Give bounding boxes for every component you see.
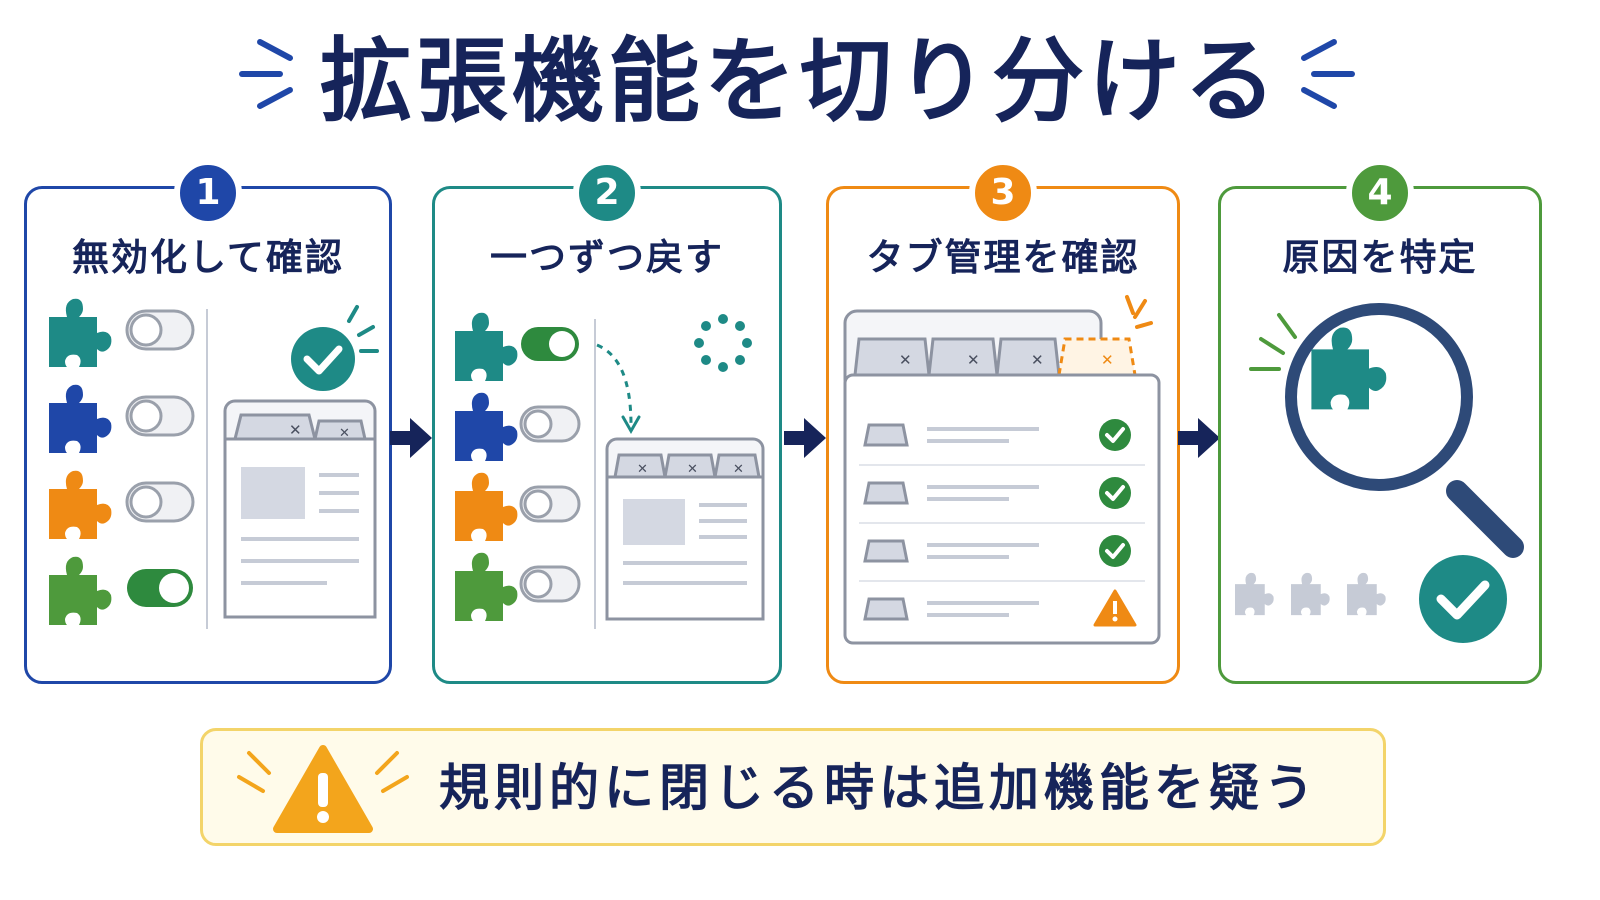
puzzle-icon [455,312,518,381]
list-item [863,419,1131,451]
puzzle-icon [49,470,112,539]
step-1-title: 無効化して確認 [72,236,344,279]
close-icon: ✕ [967,351,980,369]
toggle-icon[interactable] [125,309,195,351]
title-burst-left [239,39,293,109]
puzzle-icon [1291,572,1330,616]
toggle-icon[interactable] [519,565,581,603]
check-icon [291,305,379,391]
close-icon: ✕ [289,421,302,439]
step-2-illustration: ✕ ✕ ✕ [455,312,765,629]
close-icon: ✕ [733,462,744,477]
step-4-title: 原因を特定 [1282,236,1478,279]
toggle-icon[interactable] [127,569,193,607]
toggle-icon[interactable] [125,481,195,523]
loading-spinner-icon [694,314,752,372]
puzzle-icon [455,472,518,541]
check-icon [1099,477,1131,509]
step-1-badge: 1 [174,159,242,227]
close-icon: ✕ [1031,351,1044,369]
step-2-panel: 2 一つずつ戻す [432,159,782,684]
close-icon: ✕ [687,462,698,477]
check-icon [1419,555,1507,643]
close-icon: ✕ [899,351,912,369]
magnifier-icon [1285,303,1524,558]
warning-icon [1093,589,1137,627]
step-1-panel: 1 無効化して確認 [24,159,392,684]
toggle-icon[interactable] [125,395,195,437]
puzzle-icon [49,556,112,625]
browser-window-icon: ✕ ✕ [223,399,377,619]
puzzle-icon [455,392,518,461]
check-icon [1099,419,1131,451]
toggle-icon[interactable] [519,405,581,443]
warning-text: 規則的に閉じる時は追加機能を疑う [439,759,1319,817]
step-4-badge: 4 [1346,159,1414,227]
puzzle-icon [1347,572,1386,616]
list-item [863,535,1131,567]
browser-window-icon: ✕ ✕ ✕ [605,437,765,621]
list-item [863,477,1131,509]
step-1-illustration: ✕ ✕ [49,298,379,629]
title-burst-right [1301,39,1355,109]
close-icon: ✕ [1101,351,1114,369]
puzzle-icon [49,384,112,453]
close-icon: ✕ [339,426,350,441]
step-2-badge: 2 [573,159,641,227]
arrow-right-icon [390,418,432,458]
check-icon [1099,535,1131,567]
browser-window-icon: ✕ ✕ ✕ ✕ [843,295,1161,645]
warning-icon [237,745,409,833]
step-3-illustration: ✕ ✕ ✕ ✕ [843,295,1161,645]
step-3-badge: 3 [969,159,1037,227]
step-2-title: 一つずつ戻す [490,236,724,279]
step-4-illustration [1235,303,1524,643]
step-3-title: タブ管理を確認 [866,236,1140,279]
toggle-icon[interactable] [521,327,579,361]
arrow-right-icon [1178,418,1220,458]
list-item [863,589,1137,627]
page-title: 拡張機能を切り分ける [319,28,1280,135]
close-icon: ✕ [637,462,648,477]
puzzle-icon [1235,572,1274,616]
puzzle-icon [455,552,518,621]
arrow-right-icon [784,418,826,458]
step-4-panel: 4 原因を特定 [1218,159,1542,684]
warning-banner: 規則的に閉じる時は追加機能を疑う [200,728,1386,846]
step-3-panel: 3 タブ管理を確認 ✕ ✕ ✕ ✕ [826,159,1180,684]
toggle-icon[interactable] [519,485,581,523]
puzzle-icon [49,298,112,367]
